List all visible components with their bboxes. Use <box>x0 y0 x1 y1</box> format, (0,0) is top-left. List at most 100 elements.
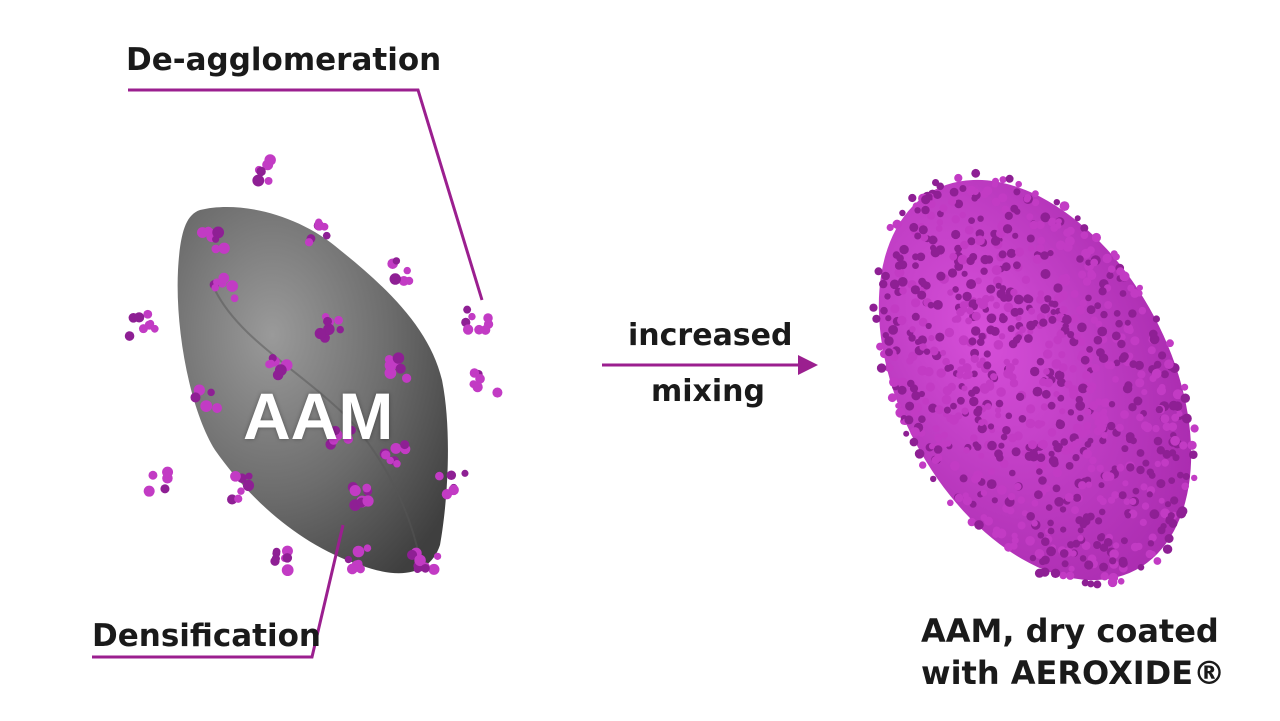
coating-particle <box>1069 314 1078 324</box>
coating-particle <box>974 520 984 530</box>
coating-particle <box>920 233 929 242</box>
coating-particle <box>886 223 894 232</box>
silica-aggregate <box>407 547 442 575</box>
coating-particle <box>1061 446 1071 455</box>
coating-particle <box>1081 579 1089 587</box>
coating-particle <box>928 235 938 245</box>
coating-particle <box>954 412 963 420</box>
coating-particle <box>1101 432 1108 439</box>
coating-particle <box>1034 549 1045 559</box>
silica-primary-particle <box>150 324 159 333</box>
silica-primary-particle <box>343 434 354 444</box>
silica-aggregate <box>197 226 230 254</box>
coating-particle <box>1106 361 1115 370</box>
coating-particle <box>936 219 944 226</box>
coating-particle <box>998 193 1008 203</box>
coating-particle <box>1023 195 1031 203</box>
coating-particle <box>1080 224 1089 233</box>
coating-particle <box>1086 346 1093 353</box>
coating-particle <box>1158 497 1165 504</box>
coating-particle <box>1124 512 1132 519</box>
coating-particle <box>1007 325 1015 333</box>
coating-particle <box>1085 481 1093 488</box>
coating-particle <box>1090 316 1099 324</box>
silica-aggregate <box>252 154 276 187</box>
coating-particle <box>1052 468 1062 478</box>
coating-particle <box>954 173 963 183</box>
silica-primary-particle <box>143 309 153 319</box>
coating-particle <box>1177 471 1184 479</box>
coating-particle <box>967 237 976 246</box>
coating-particle <box>1168 519 1178 528</box>
coating-particle <box>985 379 994 388</box>
coating-particle <box>1003 302 1014 313</box>
coating-particle <box>1077 527 1084 534</box>
coating-particle <box>1156 446 1166 455</box>
coating-particle <box>958 335 969 346</box>
coating-particle <box>1000 433 1008 441</box>
coating-particle <box>1115 423 1124 432</box>
silica-primary-particle <box>282 553 293 563</box>
silica-primary-particle <box>207 388 215 397</box>
coating-particle <box>1004 211 1013 220</box>
coating-particle <box>904 415 914 425</box>
coating-particle <box>939 204 948 213</box>
process-label-line2: mixing <box>651 374 766 409</box>
silica-primary-particle <box>395 363 406 374</box>
coating-particle <box>955 293 962 301</box>
result-label-line1: AAM, dry coated <box>921 612 1219 650</box>
coating-particle <box>1122 480 1129 487</box>
coating-particle <box>1040 251 1049 260</box>
coating-particle <box>971 168 981 178</box>
coating-particle <box>1079 299 1088 308</box>
coating-particle <box>1077 338 1086 346</box>
coating-particle <box>1045 504 1053 511</box>
coating-particle <box>947 289 954 296</box>
coating-particle <box>884 336 894 346</box>
coating-particle <box>1170 435 1180 446</box>
coating-particle <box>1102 471 1113 482</box>
coating-particle <box>929 346 939 356</box>
coating-particle <box>1091 411 1101 421</box>
coating-particle <box>1136 284 1143 291</box>
silica-aggregate <box>387 257 414 286</box>
coating-particle <box>1069 365 1077 373</box>
coating-particle <box>1190 424 1199 433</box>
coating-particle <box>998 333 1006 340</box>
coating-particle <box>1059 305 1068 315</box>
coating-particle <box>1077 414 1084 422</box>
coating-particle <box>937 210 944 218</box>
silica-primary-particle <box>346 563 358 575</box>
coating-particle <box>1152 424 1160 433</box>
coating-particle <box>906 357 914 365</box>
coating-particle <box>1015 180 1022 188</box>
coating-particle <box>1075 400 1086 411</box>
coating-particle <box>1099 497 1107 506</box>
coating-particle <box>914 207 921 214</box>
silica-primary-particle <box>304 238 314 247</box>
coating-particle <box>933 300 943 310</box>
coating-particle <box>1007 492 1016 501</box>
coating-particle <box>959 211 966 219</box>
silica-aggregate <box>143 466 174 497</box>
coating-particle <box>1129 498 1137 505</box>
coating-particle <box>1021 275 1031 284</box>
silica-primary-particle <box>480 325 491 335</box>
coating-particle <box>927 200 936 209</box>
coating-particle <box>909 222 919 232</box>
coating-particle <box>1099 543 1109 552</box>
coating-particle <box>1154 460 1162 468</box>
coating-particle <box>970 434 978 442</box>
coating-particle <box>914 232 922 240</box>
coating-particle <box>885 315 892 322</box>
coating-particle <box>971 326 981 336</box>
coating-particle <box>959 185 967 192</box>
coating-particle <box>925 382 936 392</box>
coating-particle <box>1039 318 1048 327</box>
coating-particle <box>1172 454 1180 462</box>
coating-particle <box>1090 258 1099 267</box>
coating-particle <box>1146 468 1155 476</box>
coating-particle <box>1162 544 1173 554</box>
coating-particle <box>1067 541 1075 549</box>
coating-particle <box>1058 274 1069 285</box>
